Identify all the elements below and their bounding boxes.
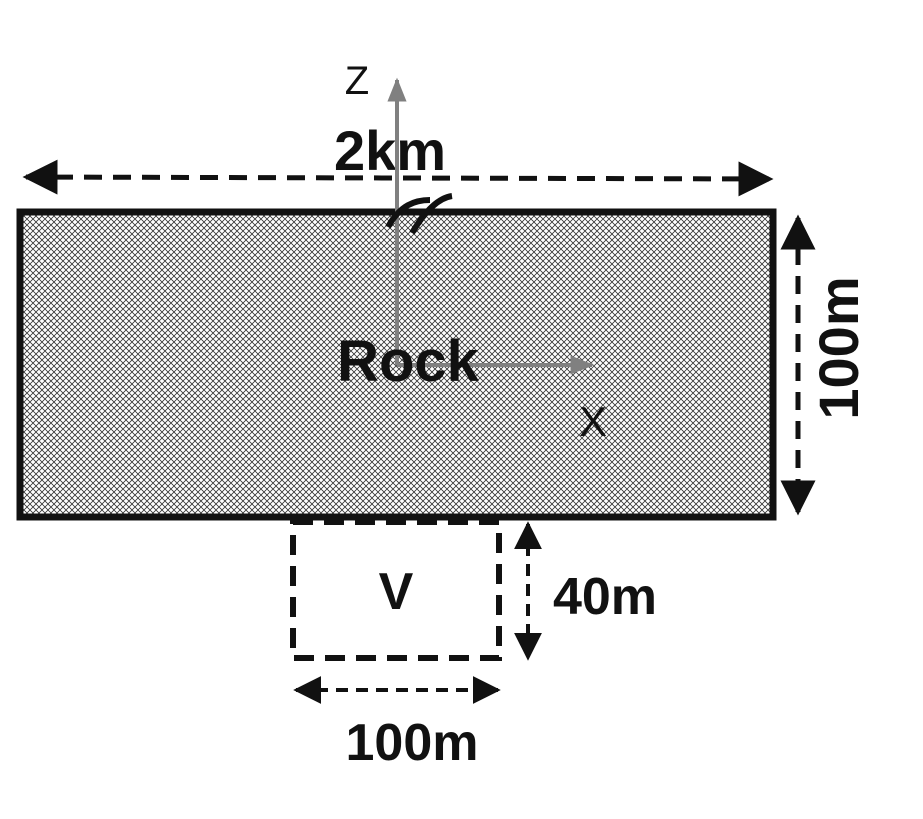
volume-label: V — [379, 563, 414, 621]
width-dimension-label: 2km — [334, 119, 446, 182]
volume-width-label: 100m — [346, 714, 479, 772]
break-mark — [385, 193, 453, 235]
height-dimension-label: 100m — [807, 276, 870, 419]
volume-box — [290, 519, 502, 661]
x-axis-label: X — [579, 398, 607, 445]
volume-height-label: 40m — [553, 568, 657, 626]
rock-label: Rock — [337, 329, 480, 394]
width-dimension-arrow — [22, 159, 774, 197]
z-axis-label: Z — [345, 59, 369, 103]
